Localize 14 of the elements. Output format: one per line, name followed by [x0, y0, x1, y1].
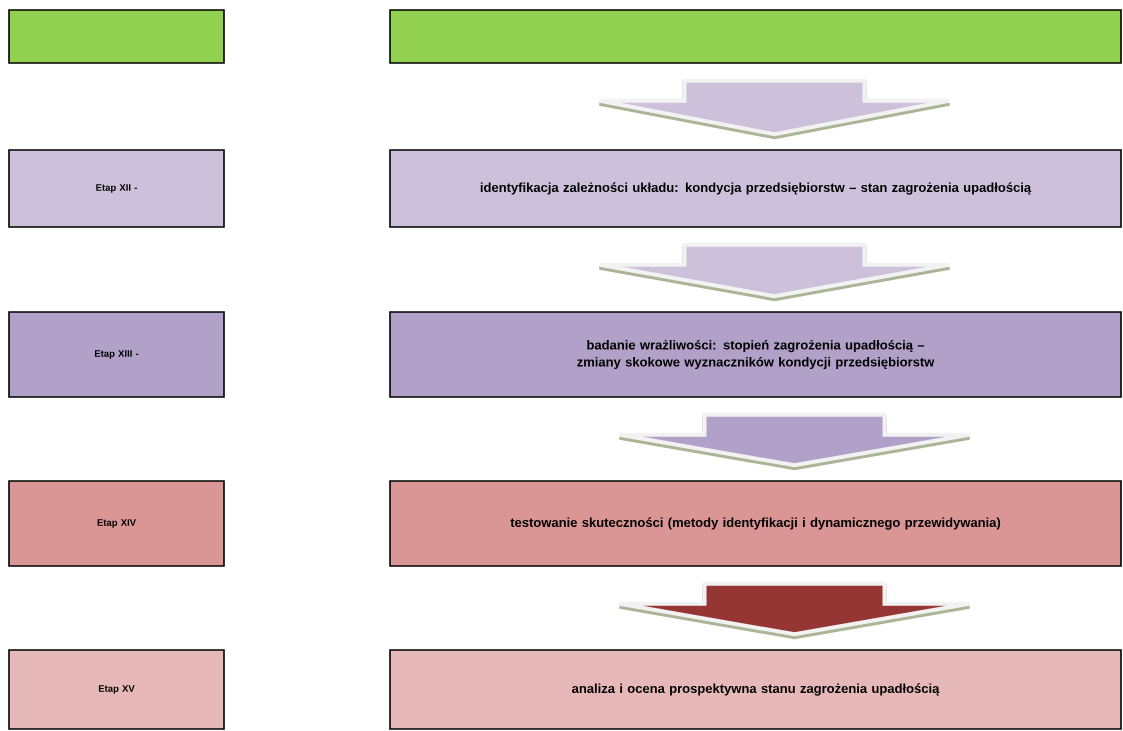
arrow: [597, 242, 952, 302]
arrow: [617, 581, 972, 640]
header-box: [8, 9, 225, 64]
stage-description-box: analiza i ocena prospektywna stanu zagrożenia upadłością: [389, 649, 1122, 730]
arrow: [597, 78, 952, 140]
stage-label-box: Etap XV: [8, 649, 225, 730]
stage-description-box: badanie wrażliwości: stopień zagrożenia upadłością – zmiany skokowe wyznaczników kondycji przedsiębiorstw: [389, 311, 1122, 398]
stage-label-box: Etap XIII -: [8, 311, 225, 398]
stage-description-box: testowanie skuteczności (metody identyfikacji i dynamicznego przewidywania): [389, 480, 1122, 567]
stage-description-box: identyfikacja zależności układu: kondycja przedsiębiorstw – stan zagrożenia upadłością: [389, 149, 1122, 228]
arrow: [617, 412, 972, 471]
stage-label-box: Etap XIV: [8, 480, 225, 567]
header-box: [389, 9, 1122, 64]
stage-label-box: Etap XII -: [8, 149, 225, 228]
